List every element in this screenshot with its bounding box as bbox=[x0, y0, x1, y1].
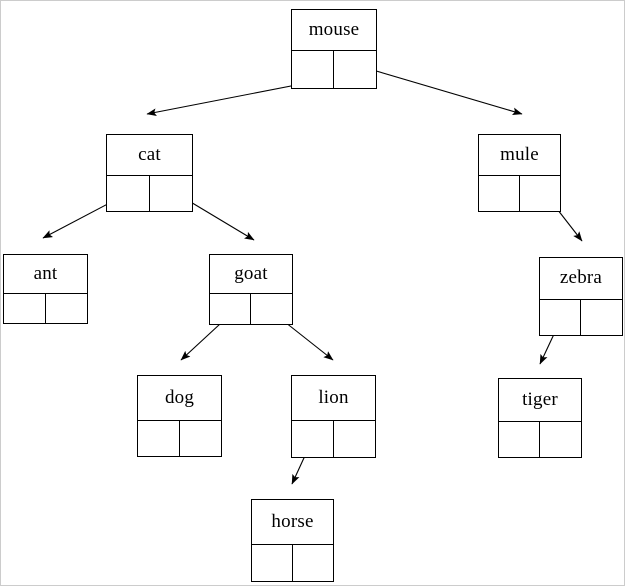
right-pointer-cell-ant[interactable] bbox=[46, 294, 88, 324]
node-label-zebra: zebra bbox=[559, 267, 603, 288]
tree-node-zebra[interactable]: zebra bbox=[539, 257, 623, 336]
node-pointers-ant bbox=[4, 293, 87, 324]
node-label-mouse: mouse bbox=[308, 18, 360, 40]
node-pointers-zebra bbox=[540, 299, 622, 336]
right-pointer-cell-horse[interactable] bbox=[293, 545, 334, 582]
tree-node-cat[interactable]: cat bbox=[106, 134, 193, 212]
tree-node-tiger[interactable]: tiger bbox=[498, 378, 582, 458]
node-pointers-cat bbox=[107, 175, 192, 212]
left-pointer-cell-lion[interactable] bbox=[292, 421, 334, 458]
tree-node-mouse[interactable]: mouse bbox=[291, 9, 377, 89]
right-pointer-cell-mule[interactable] bbox=[520, 176, 561, 212]
node-pointers-tiger bbox=[499, 421, 581, 458]
tree-node-mule[interactable]: mule bbox=[478, 134, 561, 212]
node-pointers-mouse bbox=[292, 50, 376, 89]
tree-node-lion[interactable]: lion bbox=[291, 375, 376, 458]
left-pointer-cell-zebra[interactable] bbox=[540, 300, 581, 336]
left-pointer-cell-horse[interactable] bbox=[252, 545, 293, 582]
node-pointers-goat bbox=[210, 293, 292, 325]
tree-node-ant[interactable]: ant bbox=[3, 254, 88, 324]
left-pointer-cell-cat[interactable] bbox=[107, 176, 150, 212]
node-pointers-horse bbox=[252, 544, 333, 582]
tree-node-dog[interactable]: dog bbox=[137, 375, 222, 457]
node-label-mule: mule bbox=[500, 143, 539, 165]
node-pointers-lion bbox=[292, 420, 375, 458]
right-pointer-cell-goat[interactable] bbox=[251, 294, 292, 325]
left-pointer-cell-mouse[interactable] bbox=[292, 51, 334, 89]
left-pointer-cell-tiger[interactable] bbox=[499, 422, 540, 458]
node-label-goat: goat bbox=[234, 262, 268, 284]
tree-node-horse[interactable]: horse bbox=[251, 499, 334, 582]
right-pointer-cell-mouse[interactable] bbox=[334, 51, 376, 89]
node-label-dog: dog bbox=[164, 386, 195, 408]
right-pointer-cell-cat[interactable] bbox=[150, 176, 193, 212]
left-pointer-cell-ant[interactable] bbox=[4, 294, 46, 324]
left-pointer-cell-goat[interactable] bbox=[210, 294, 251, 325]
node-label-tiger: tiger bbox=[522, 388, 558, 410]
right-pointer-cell-lion[interactable] bbox=[334, 421, 376, 458]
node-label-horse: horse bbox=[271, 510, 314, 532]
node-label-ant: ant bbox=[33, 262, 58, 284]
right-pointer-cell-dog[interactable] bbox=[180, 421, 222, 457]
tree-node-goat[interactable]: goat bbox=[209, 254, 293, 325]
right-pointer-cell-tiger[interactable] bbox=[540, 422, 581, 458]
node-pointers-dog bbox=[138, 420, 221, 457]
right-pointer-cell-zebra[interactable] bbox=[581, 300, 622, 336]
node-pointers-mule bbox=[479, 175, 560, 212]
left-pointer-cell-mule[interactable] bbox=[479, 176, 520, 212]
left-pointer-cell-dog[interactable] bbox=[138, 421, 180, 457]
node-label-cat: cat bbox=[138, 143, 161, 165]
node-label-lion: lion bbox=[318, 386, 349, 408]
